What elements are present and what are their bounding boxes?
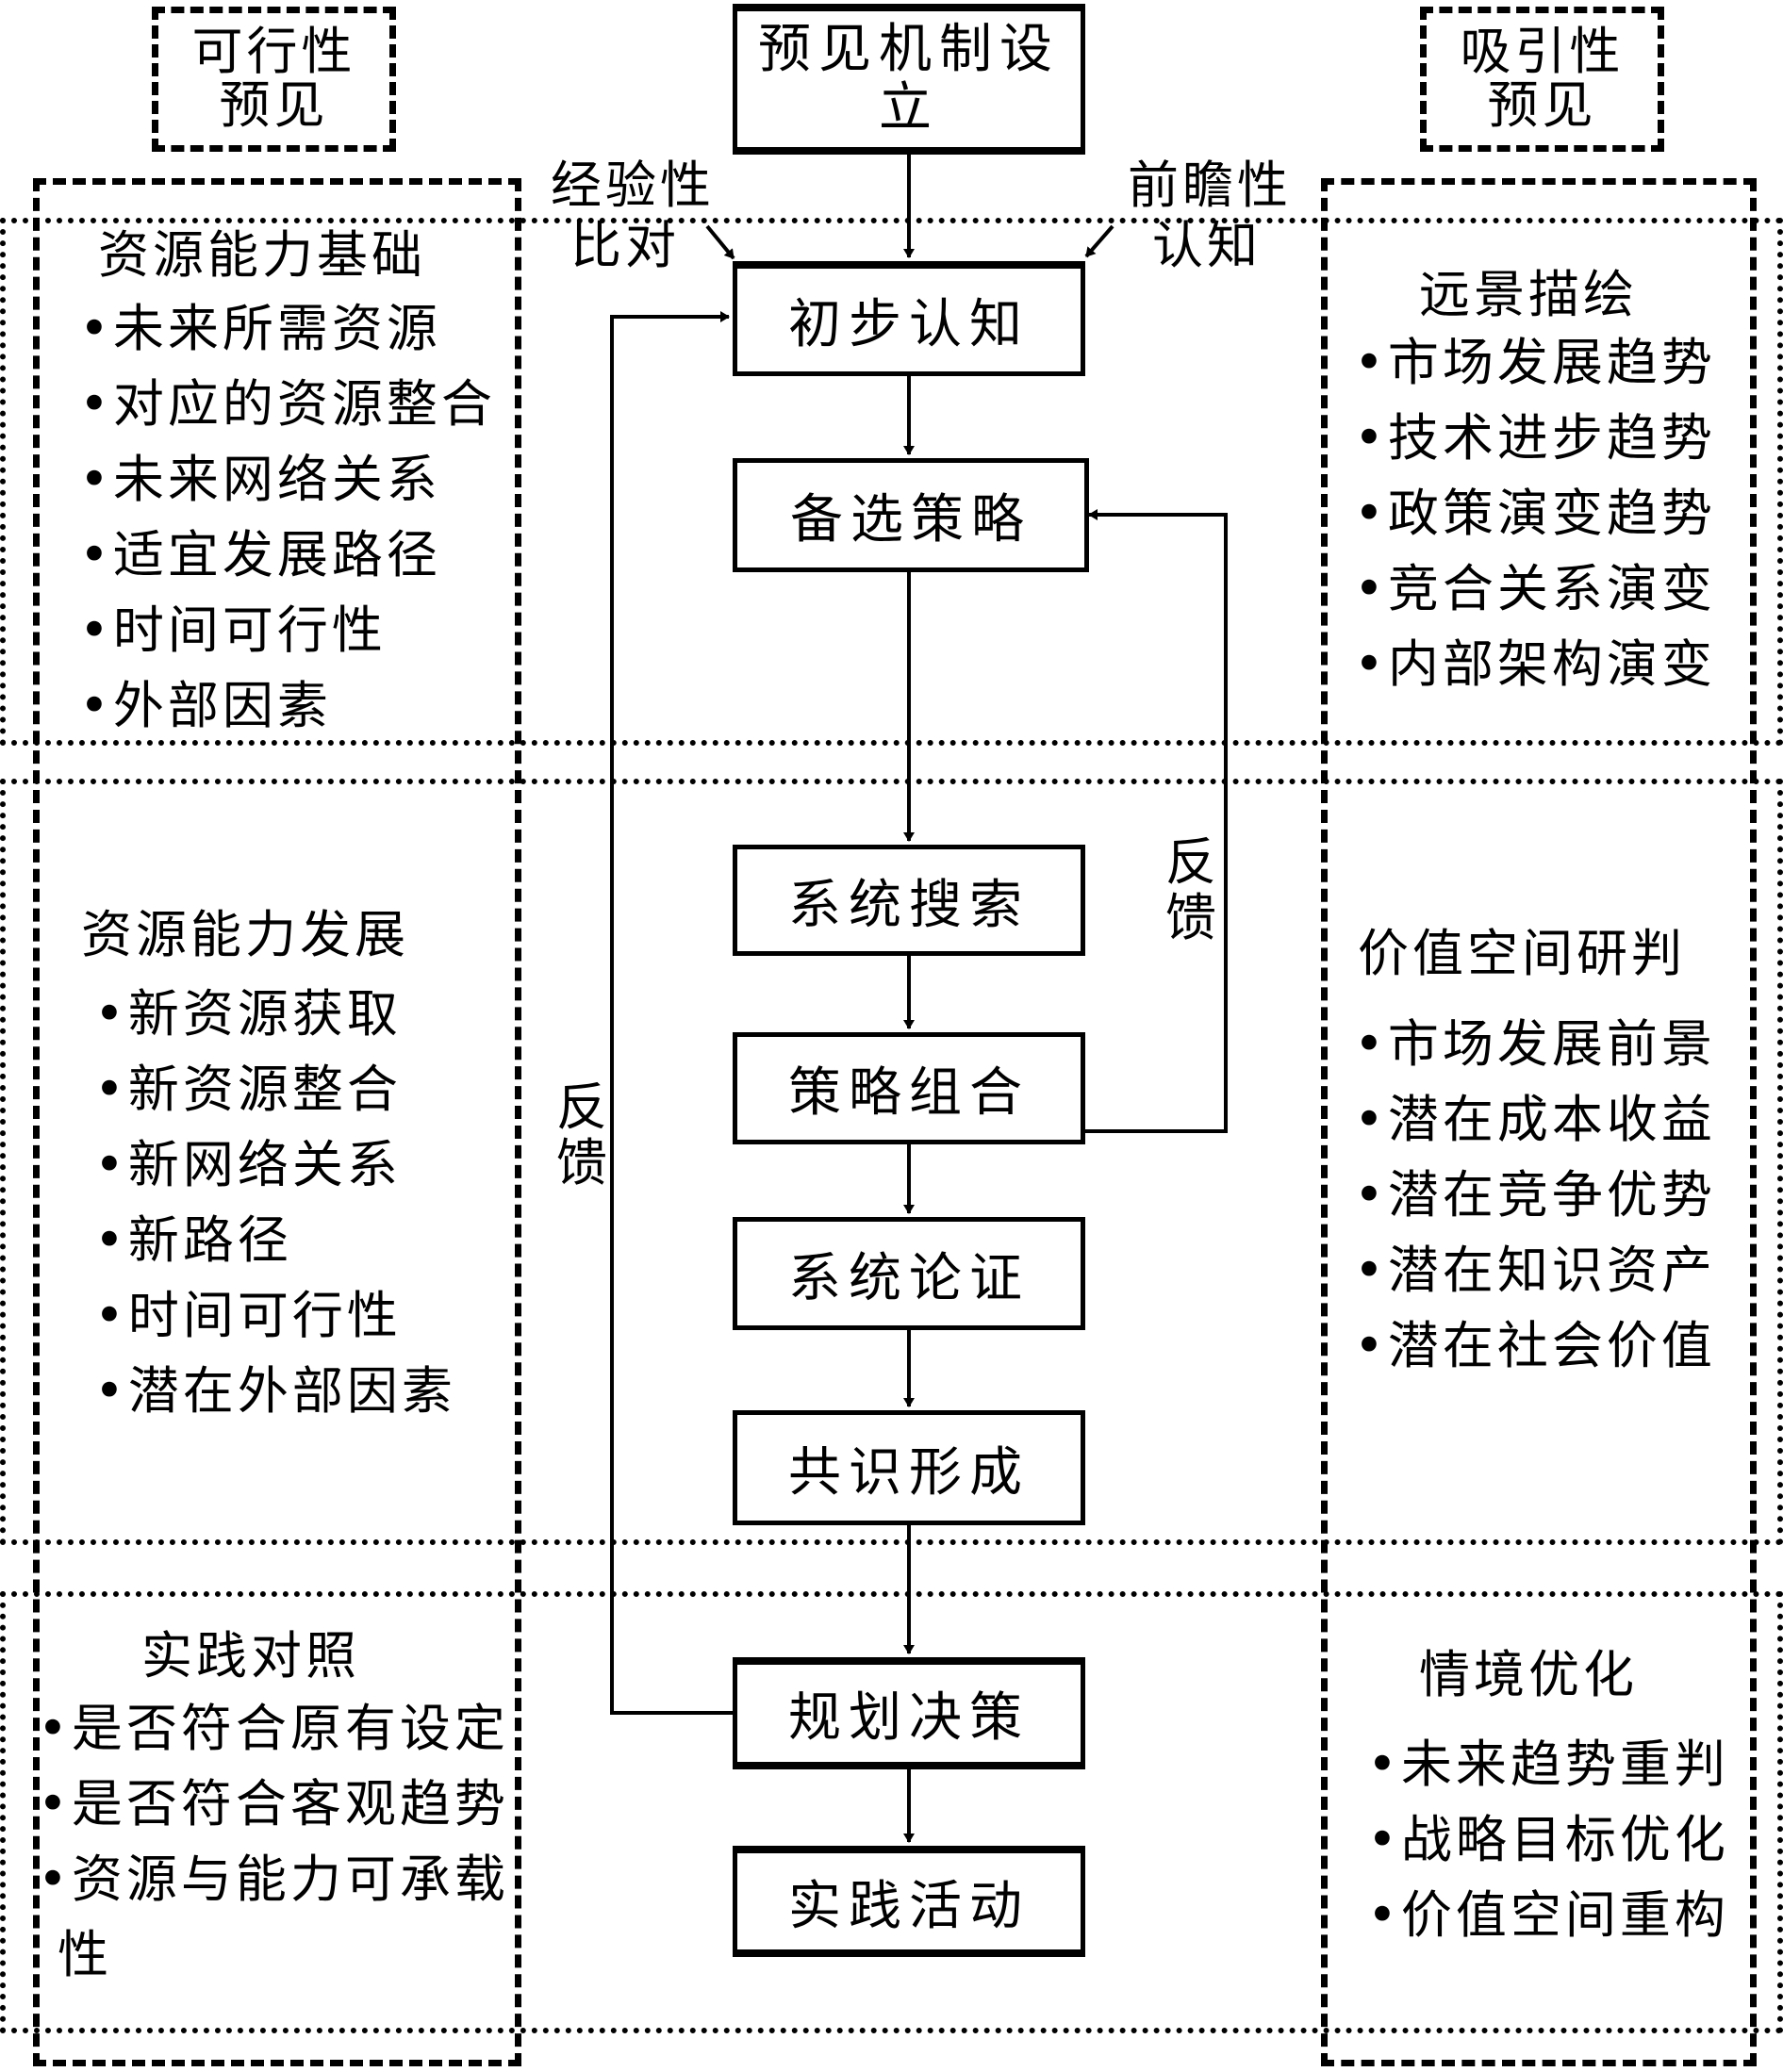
list-item: 性 [38, 1925, 113, 1984]
list-item: •市场发展前景 [1354, 1014, 1716, 1074]
right-band3-title: 情境优化 [1419, 1645, 1638, 1704]
attraction-foresight-label: 吸引性 预见 [1460, 22, 1625, 135]
list-item: •潜在外部因素 [94, 1361, 456, 1421]
right-band1-title: 远景描绘 [1419, 265, 1638, 324]
list-item: •新资源获取 [94, 984, 402, 1044]
list-item: •潜在成本收益 [1354, 1090, 1716, 1149]
step-practice-activity: 实践活动 [733, 1846, 1085, 1957]
step-label: 系统搜索 [788, 874, 1030, 936]
empirical-label-1: 经验性 [551, 156, 715, 215]
feasibility-foresight-box: 可行性 预见 [152, 7, 396, 152]
feedback-left-line [610, 311, 733, 1715]
list-item: •市场发展趋势 [1354, 333, 1716, 392]
list-item: •内部架构演变 [1354, 634, 1716, 694]
step-consensus-formation: 共识形成 [733, 1410, 1085, 1525]
right-band2-list: •市场发展前景 •潜在成本收益 •潜在竞争优势 •潜在知识资产 •潜在社会价值 [1354, 1007, 1716, 1384]
step-label: 实践活动 [788, 1875, 1030, 1937]
step-label: 规划决策 [788, 1687, 1030, 1749]
attraction-column [1321, 178, 1757, 2066]
feedback-left-label: 反 馈 [556, 1077, 611, 1193]
step-label: 系统论证 [788, 1247, 1030, 1309]
step-system-search: 系统搜索 [733, 845, 1085, 956]
feasibility-column [33, 178, 521, 2066]
band-baseline [0, 218, 1783, 746]
mechanism-setup-box: 预见机制设立 [733, 4, 1085, 155]
left-band3-title: 实践对照 [141, 1626, 360, 1686]
left-band1-list: •未来所需资源 •对应的资源整合 •未来网络关系 •适宜发展路径 •时间可行性 … [79, 291, 496, 744]
feasibility-foresight-label: 可行性 预见 [191, 22, 356, 135]
list-item: •是否符合客观趋势 [38, 1774, 509, 1834]
left-band3-list: •是否符合原有设定 •是否符合客观趋势 •资源与能力可承载 性 [38, 1691, 509, 1993]
list-item: •时间可行性 [79, 600, 387, 660]
band-development [0, 779, 1783, 1545]
step-label: 初步认知 [788, 294, 1030, 355]
attraction-foresight-box: 吸引性 预见 [1420, 7, 1664, 152]
list-item: •新资源整合 [94, 1060, 402, 1119]
left-band2-title: 资源能力发展 [81, 905, 409, 964]
step-planning-decision: 规划决策 [733, 1657, 1085, 1769]
band-practice [0, 1591, 1783, 2033]
list-item: •对应的资源整合 [79, 374, 496, 434]
left-band2-list: •新资源获取 •新资源整合 •新网络关系 •新路径 •时间可行性 •潜在外部因素 [94, 977, 456, 1429]
list-item: •适宜发展路径 [79, 525, 441, 584]
right-band3-list: •未来趋势重判 •战略目标优化 •价值空间重构 [1367, 1727, 1729, 1953]
step-label: 共识形成 [788, 1441, 1030, 1504]
list-item: •新路径 [94, 1210, 292, 1270]
list-item: •资源与能力可承载 [38, 1850, 509, 1909]
list-item: •潜在竞争优势 [1354, 1165, 1716, 1225]
list-item: •新网络关系 [94, 1135, 402, 1194]
mechanism-setup-label: 预见机制设立 [758, 19, 1060, 139]
forward-label-2: 认知 [1152, 216, 1262, 275]
left-band1-title: 资源能力基础 [98, 225, 426, 285]
step-label: 策略组合 [788, 1062, 1030, 1124]
list-item: •时间可行性 [94, 1286, 402, 1345]
arrow-empirical [705, 224, 735, 260]
list-item: •外部因素 [79, 676, 332, 735]
forward-label-1: 前瞻性 [1128, 156, 1292, 215]
list-item: •战略目标优化 [1367, 1810, 1729, 1869]
list-item: •未来所需资源 [79, 299, 441, 358]
empirical-label-2: 比对 [570, 216, 680, 275]
step-label: 备选策略 [790, 489, 1032, 551]
step-initial-cognition: 初步认知 [733, 261, 1085, 376]
list-item: •潜在社会价值 [1354, 1316, 1716, 1375]
list-item: •未来网络关系 [79, 450, 441, 509]
arrow-forward [1084, 224, 1114, 258]
list-item: •未来趋势重判 [1367, 1735, 1729, 1794]
list-item: •竞合关系演变 [1354, 559, 1716, 618]
list-item: •潜在知识资产 [1354, 1241, 1716, 1300]
feedback-right-label: 反 馈 [1165, 832, 1220, 948]
list-item: •技术进步趋势 [1354, 408, 1716, 468]
step-strategy-combination: 策略组合 [733, 1032, 1085, 1144]
feedback-right-line [1085, 509, 1228, 1133]
step-alternative-strategy: 备选策略 [733, 458, 1089, 572]
list-item: •价值空间重构 [1367, 1885, 1729, 1945]
right-band1-list: •市场发展趋势 •技术进步趋势 •政策演变趋势 •竞合关系演变 •内部架构演变 [1354, 325, 1716, 702]
right-band2-title: 价值空间研判 [1358, 924, 1686, 983]
list-item: •是否符合原有设定 [38, 1699, 509, 1758]
step-system-demonstration: 系统论证 [733, 1217, 1085, 1330]
list-item: •政策演变趋势 [1354, 484, 1716, 543]
